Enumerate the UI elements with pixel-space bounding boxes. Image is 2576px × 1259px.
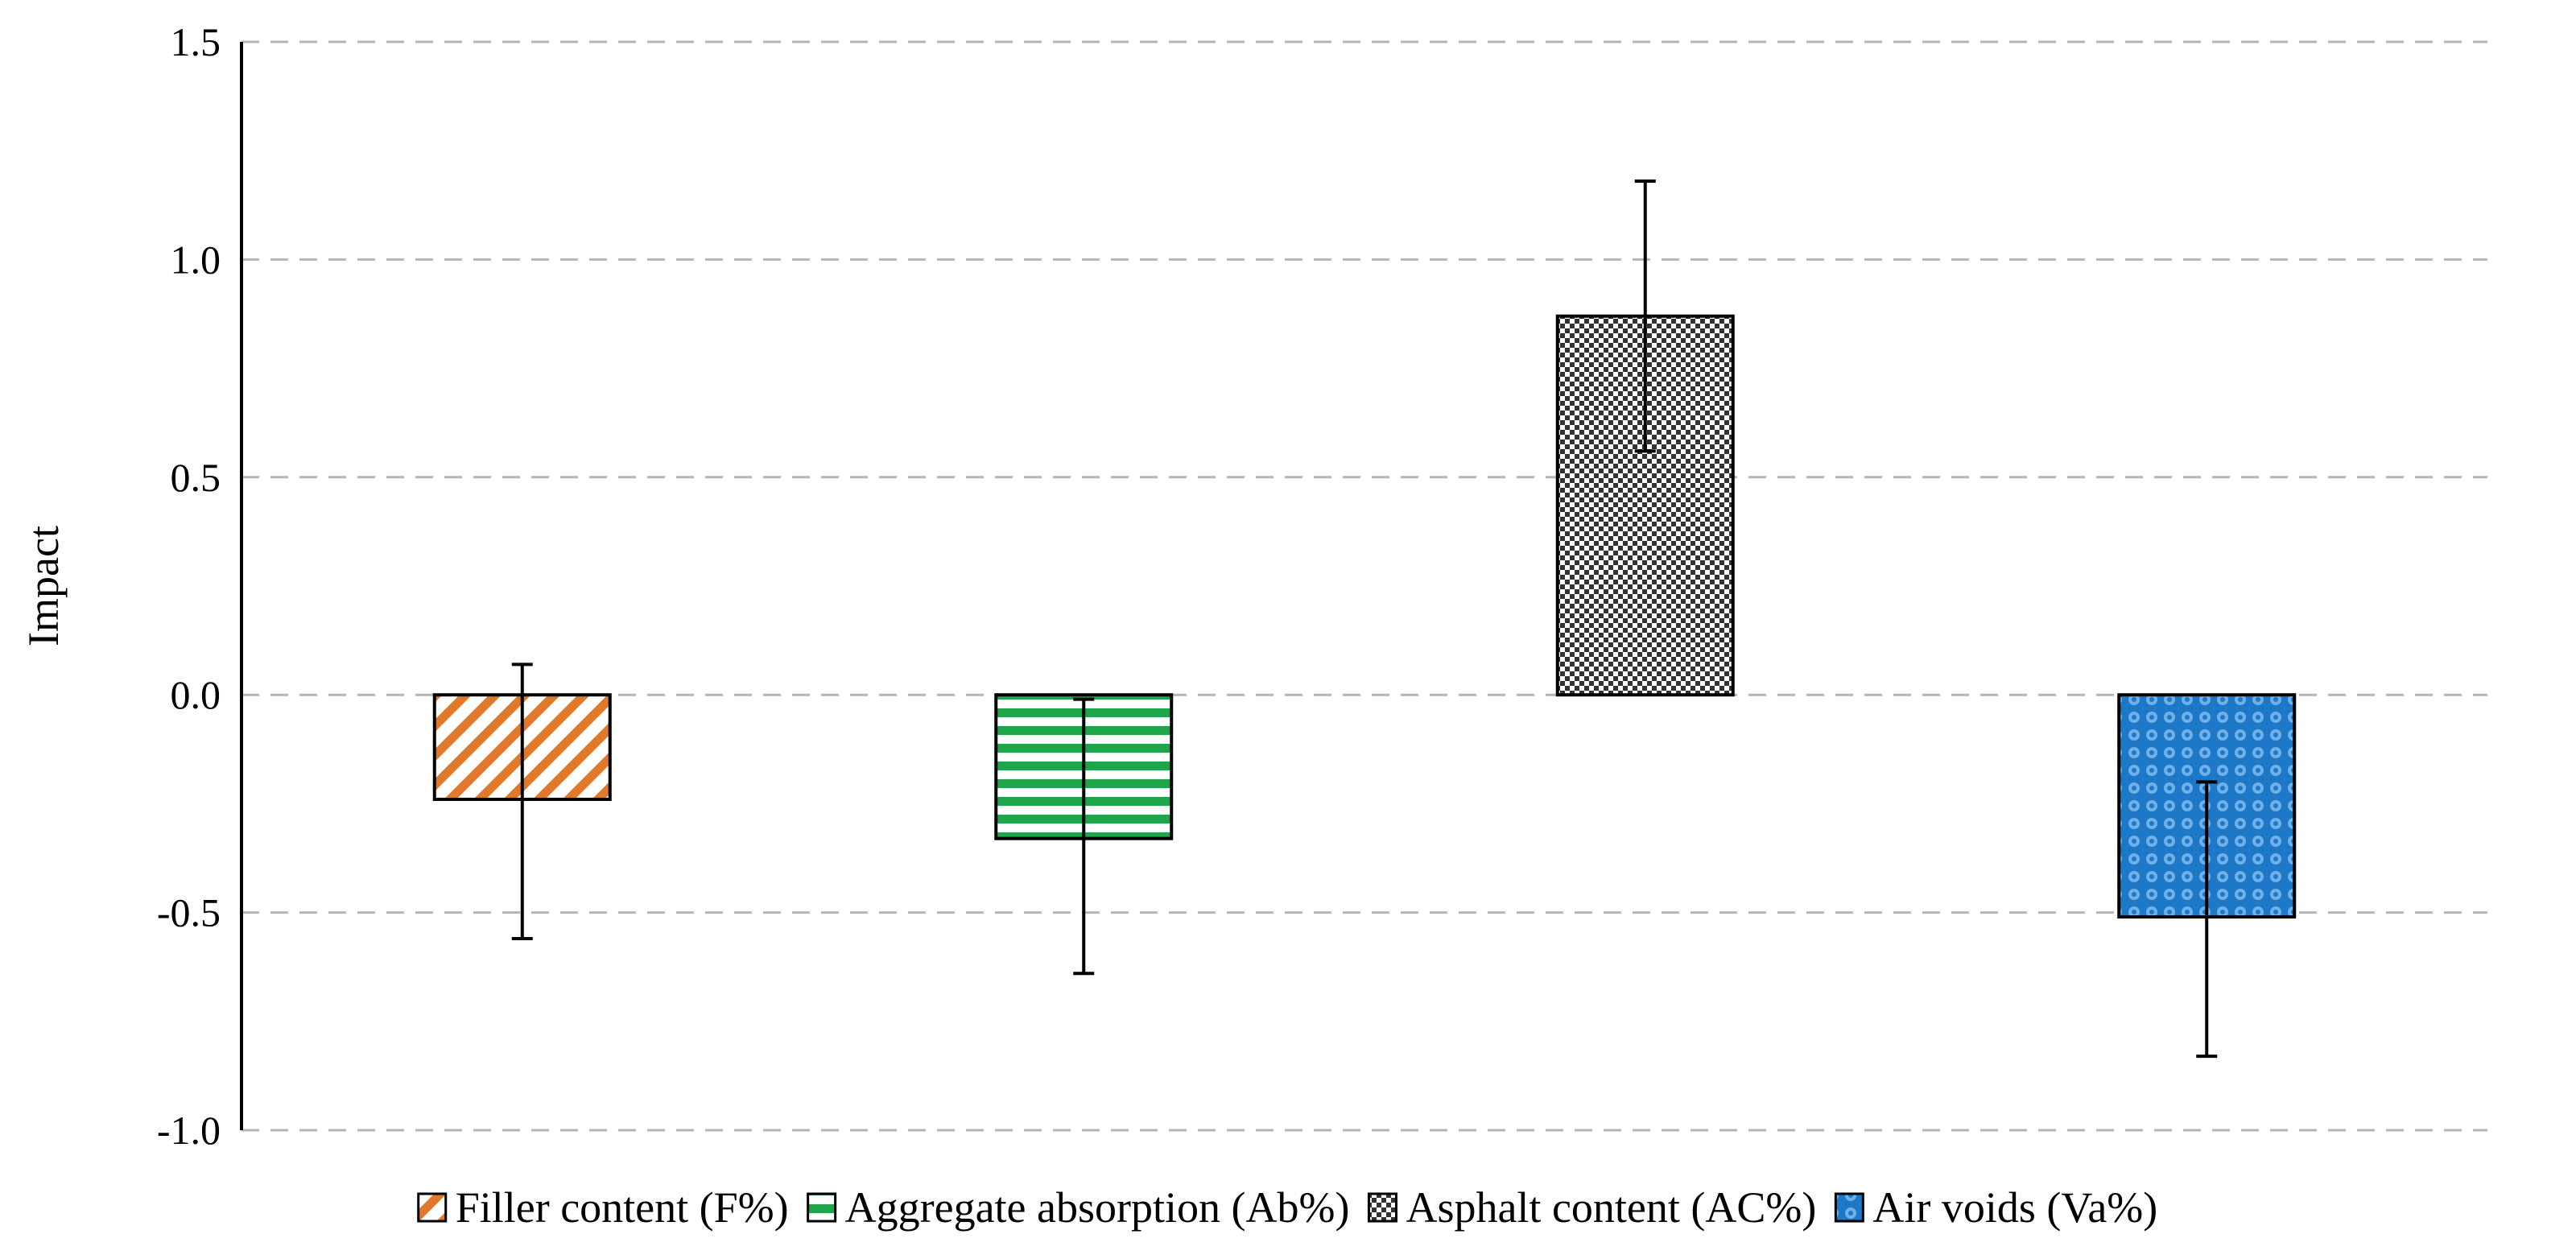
y-tick-labels: 1.5 1.0 0.5 0.0 -0.5 -1.0 bbox=[157, 19, 221, 1153]
legend-swatch-horizontal bbox=[807, 1192, 837, 1223]
legend-label: Filler content (F%) bbox=[456, 1183, 789, 1232]
y-tick-label: 1.5 bbox=[171, 19, 221, 64]
legend-label: Air voids (Va%) bbox=[1872, 1183, 2157, 1232]
error-bars bbox=[511, 180, 2218, 1059]
gridlines bbox=[242, 40, 2487, 1132]
y-tick-label: -1.0 bbox=[157, 1108, 221, 1153]
bars bbox=[432, 314, 2297, 919]
y-tick-label: 0.5 bbox=[171, 455, 221, 500]
legend-label: Aggregate absorption (Ab%) bbox=[845, 1183, 1350, 1232]
legend-swatch-diagonal bbox=[417, 1192, 448, 1223]
legend-label: Asphalt content (AC%) bbox=[1406, 1183, 1816, 1232]
legend: Filler content (F%) Aggregate absorption … bbox=[417, 1183, 2157, 1232]
y-tick-label: -0.5 bbox=[157, 890, 221, 935]
y-tick-label: 0.0 bbox=[171, 672, 221, 717]
y-axis-label: Impact bbox=[19, 526, 68, 646]
legend-swatch-dots bbox=[1834, 1192, 1864, 1223]
legend-swatch-checker bbox=[1367, 1192, 1397, 1223]
y-tick-label: 1.0 bbox=[171, 237, 221, 282]
